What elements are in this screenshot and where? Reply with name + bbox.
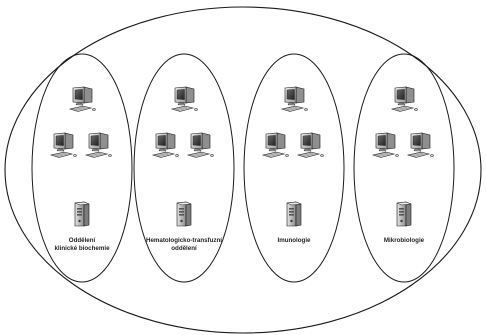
desktop-computer-icon [262,132,289,158]
department-label-line: Hematologicko-transfuzní [146,237,222,244]
department-label-line: oddělení [171,245,197,252]
desktop-computer-icon [372,132,399,158]
desktop-computer-icon [69,86,96,112]
server-icon [74,201,90,227]
desktop-computer-icon [85,132,112,158]
desktop-computer-icon [187,132,214,158]
department-ellipse [243,53,345,283]
department-label-line: Imunologie [278,237,312,244]
department-label-line: Mikrobiologie [384,237,425,244]
server-icon [176,201,192,227]
department-label-line: Oddělení [69,237,96,244]
desktop-computer-icon [281,86,308,112]
department-label: Imunologie [278,237,312,244]
department-label-line: klinické biochemie [54,245,110,252]
department-ellipse [353,53,455,283]
desktop-computer-icon [391,86,418,112]
server-icon [396,201,412,227]
desktop-computer-icon [50,132,77,158]
desktop-computer-icon [297,132,324,158]
desktop-computer-icon [152,132,179,158]
desktop-computer-icon [171,86,198,112]
department-immunology: Imunologie [243,53,345,283]
department-ellipse [31,53,133,283]
department-label: Mikrobiologie [384,237,425,244]
department-ellipse [133,53,235,283]
desktop-computer-icon [407,132,434,158]
server-icon [286,201,302,227]
laboratory-boundary-ellipse [4,6,482,334]
department-microbiology: Mikrobiologie [353,53,455,283]
